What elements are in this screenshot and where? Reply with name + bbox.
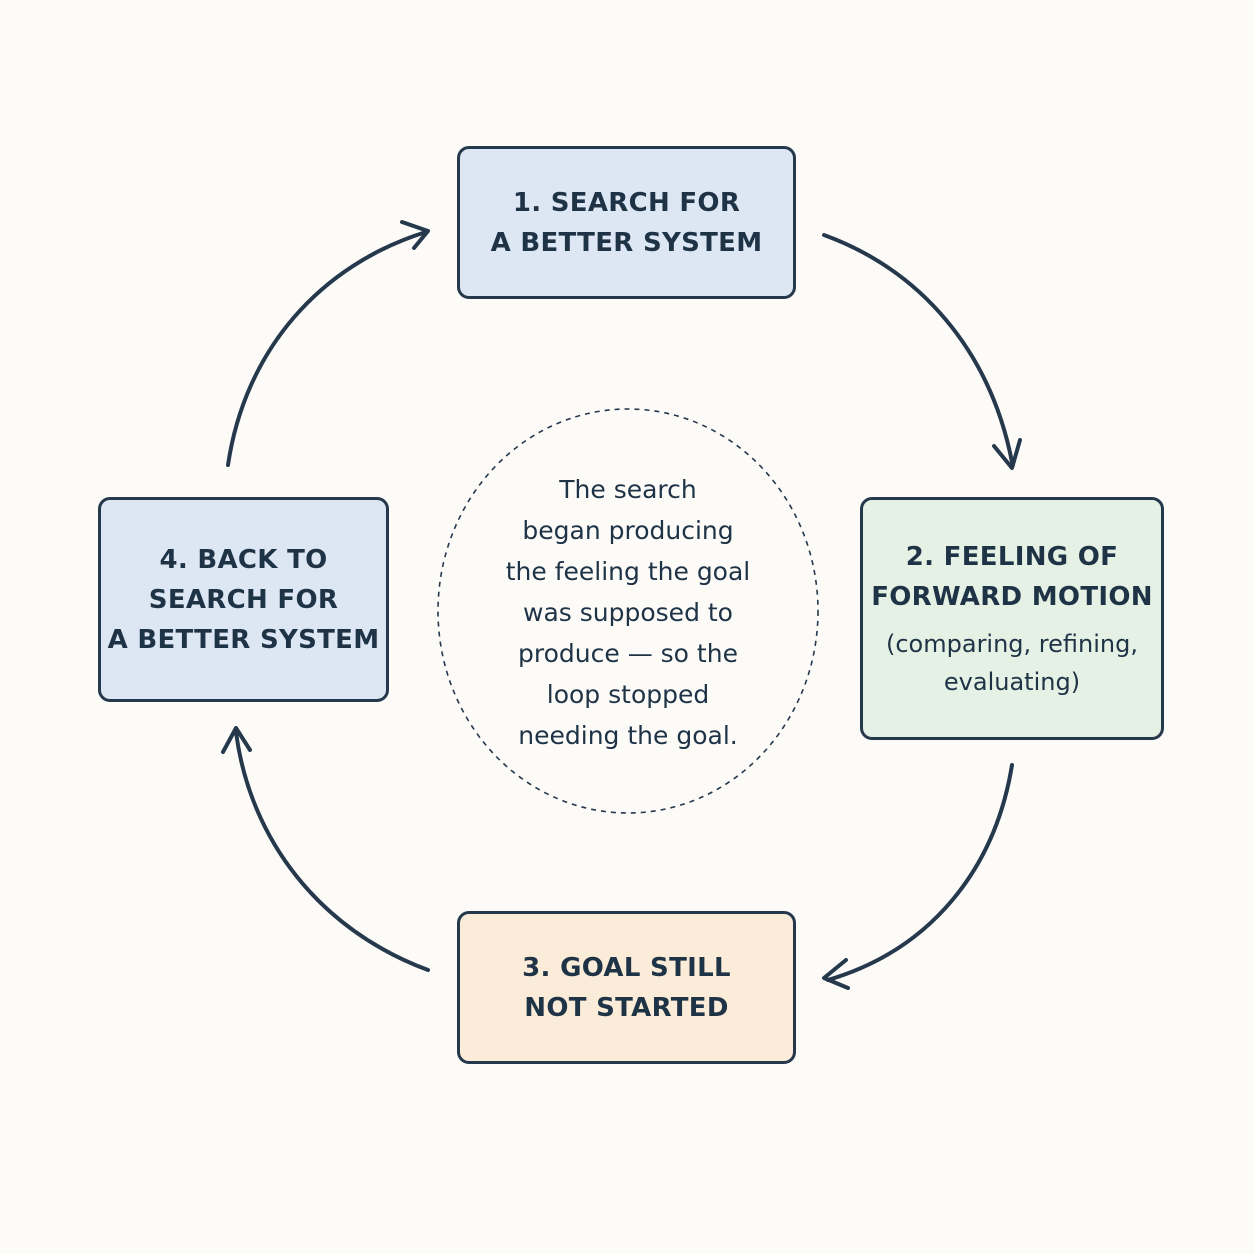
step-4-title-line: A BETTER SYSTEM (107, 624, 380, 655)
step-2-title: 2. FEELING OF FORWARD MOTION (871, 537, 1153, 617)
step-2-subtitle: (comparing, refining, evaluating) (886, 625, 1138, 701)
center-note-line: The search (559, 474, 697, 504)
center-note-line: the feeling the goal (505, 556, 751, 586)
center-note-line: began producing (522, 515, 734, 545)
arrowhead-step2 (992, 438, 1022, 470)
center-note-line: needing the goal. (518, 720, 738, 750)
step-2-box: 2. FEELING OF FORWARD MOTION (comparing,… (860, 497, 1164, 740)
step-3-title: 3. GOAL STILL NOT STARTED (522, 948, 731, 1028)
center-note-line: was supposed to (523, 597, 733, 627)
arrow-step2-to-step3 (826, 763, 1014, 982)
center-note-line: produce — so the (518, 638, 738, 668)
step-4-title-line: 4. BACK TO (159, 544, 328, 575)
center-note-line: loop stopped (546, 679, 710, 709)
step-2-title-line: FORWARD MOTION (871, 581, 1153, 612)
step-1-title-line: A BETTER SYSTEM (490, 227, 763, 258)
step-1-title: 1. SEARCH FOR A BETTER SYSTEM (491, 183, 763, 263)
step-3-title-line: 3. GOAL STILL (522, 952, 731, 983)
step-3-box: 3. GOAL STILL NOT STARTED (457, 911, 796, 1064)
step-2-subtitle-line: (comparing, refining, (886, 629, 1138, 658)
step-2-title-line: 2. FEELING OF (905, 541, 1119, 572)
arrowhead-step1 (400, 220, 430, 250)
step-1-box: 1. SEARCH FOR A BETTER SYSTEM (457, 146, 796, 299)
center-note: The search began producing the feeling t… (436, 410, 820, 814)
arrow-step3-to-step4 (234, 730, 430, 972)
step-4-title: 4. BACK TO SEARCH FOR A BETTER SYSTEM (108, 540, 380, 660)
step-2-subtitle-line: evaluating) (943, 667, 1081, 696)
step-4-box: 4. BACK TO SEARCH FOR A BETTER SYSTEM (98, 497, 389, 702)
step-3-title-line: NOT STARTED (524, 992, 729, 1023)
arrow-step4-to-step1 (226, 230, 428, 467)
arrowhead-step4 (221, 726, 252, 754)
step-4-title-line: SEARCH FOR (148, 584, 339, 615)
arrow-step1-to-step2 (822, 233, 1014, 464)
step-1-title-line: 1. SEARCH FOR (512, 187, 741, 218)
center-dashed-circle (437, 408, 819, 814)
arrowhead-step3 (822, 958, 850, 990)
